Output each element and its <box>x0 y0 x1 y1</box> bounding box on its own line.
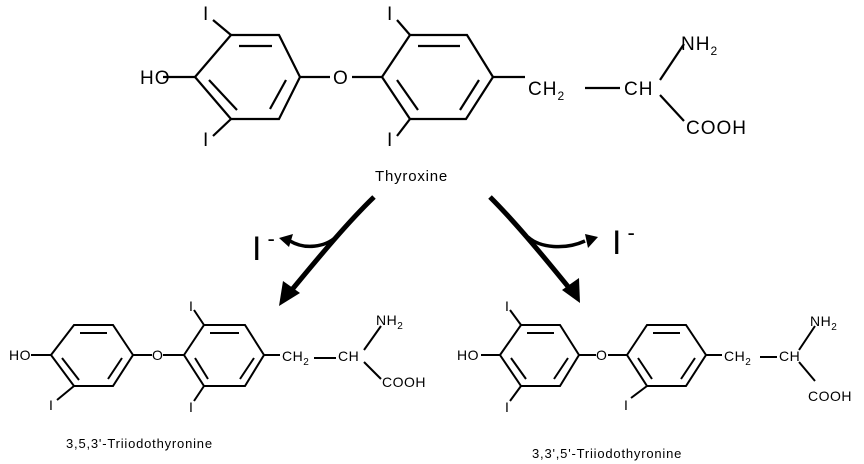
thyroxine-iodine-5: I <box>203 4 209 25</box>
thyroxine-ether-oxygen: O <box>333 68 349 89</box>
t3-cooh-label: COOH <box>382 374 426 390</box>
thyroxine-nh2-label: NH2 <box>681 34 718 58</box>
rt3-cooh-label: COOH <box>808 388 852 404</box>
rt3-ring-2 <box>608 324 816 399</box>
t3-structure: HO O I I I CH2 CH NH2 COOH <box>9 298 426 415</box>
arrow-to-rt3 <box>488 195 572 291</box>
rt3-ether-oxygen: O <box>596 347 607 363</box>
arrow-to-t3-head <box>279 281 300 306</box>
thyroxine-ch2-label: CH2 <box>528 79 565 103</box>
rt3-iodine-3: I <box>505 399 509 415</box>
arrow-to-t3 <box>288 195 376 294</box>
t3-ring-1 <box>31 324 152 401</box>
thyroxine-ring-2 <box>352 19 685 137</box>
t3-ch-label: CH <box>338 348 359 364</box>
thyroxine-structure: HO O I I I I CH2 CH NH2 COOH <box>140 4 747 151</box>
t3-ho-label: HO <box>9 347 31 363</box>
t3-ch2-label: CH2 <box>282 348 309 368</box>
t3-name: 3,5,3'-Triiodothyronine <box>66 436 213 451</box>
thyroxine-name: Thyroxine <box>375 168 448 185</box>
iodide-release-arrow-left-head <box>279 234 293 247</box>
thyroxine-ho-label: HO <box>140 68 171 89</box>
t3-iodine-5prime: I <box>189 298 193 314</box>
rt3-name: 3,3',5'-Triiodothyronine <box>532 446 682 461</box>
rt3-ring-1 <box>481 309 596 402</box>
rt3-structure: HO O I I I CH2 CH NH2 COOH <box>457 298 852 415</box>
rt3-ho-label: HO <box>457 347 479 363</box>
thyroxine-iodine-3: I <box>203 130 209 151</box>
rt3-ch-label: CH <box>779 348 800 364</box>
iodide-right: I- <box>612 220 635 262</box>
t3-iodine-3: I <box>49 397 53 413</box>
deiodination-arrows <box>279 195 598 306</box>
thyroxine-ring-1 <box>163 19 330 137</box>
thyroxine-iodine-3prime: I <box>387 130 393 151</box>
rt3-iodine-5: I <box>505 298 509 314</box>
thyroxine-ch-label: CH <box>624 79 653 100</box>
t3-iodine-3prime: I <box>189 399 193 415</box>
rt3-ch2-label: CH2 <box>724 348 751 368</box>
iodide-left: I- <box>252 226 275 268</box>
iodide-release-arrow-left <box>289 235 338 249</box>
thyroxine-cooh-label: COOH <box>686 118 747 139</box>
rt3-iodine-3prime: I <box>624 397 628 413</box>
t3-nh2-label: NH2 <box>376 312 403 332</box>
rt3-nh2-label: NH2 <box>810 313 837 333</box>
t3-ether-oxygen: O <box>152 347 163 363</box>
iodide-release-arrow-right <box>526 235 586 249</box>
t3-ring-2 <box>163 309 382 402</box>
arrow-to-rt3-head <box>562 278 580 303</box>
iodide-release-arrow-right-head <box>585 234 598 248</box>
thyroxine-iodine-5prime: I <box>387 4 393 25</box>
